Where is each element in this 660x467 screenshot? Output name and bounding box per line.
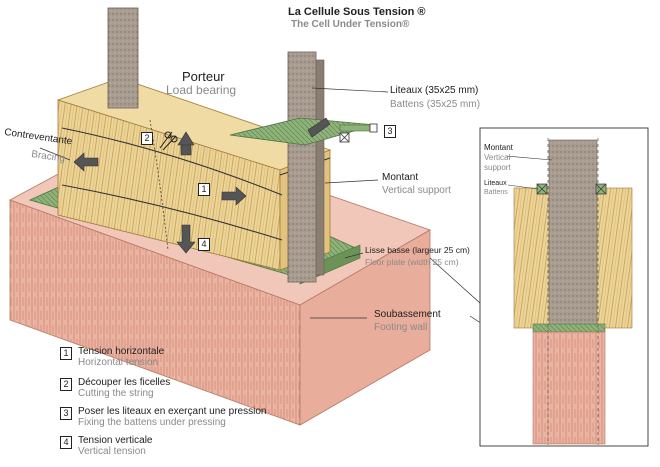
marker-3: 3 [384,125,396,138]
label-montant-en: Vertical support [382,185,451,196]
legend-num-4: 4 [60,436,72,449]
legend-fr-1: Tension horizontale [78,346,165,357]
legend-en-2: Cutting the string [78,388,154,399]
top-batten [229,117,378,146]
marker-2: 2 [141,132,153,145]
title-fr: La Cellule Sous Tension ® [288,6,426,18]
detail-montant-en1: Vertical [484,153,511,162]
legend-en-4: Vertical tension [78,446,146,457]
legend-fr-3: Poser les liteaux en exerçant une pressi… [78,406,267,417]
legend-en-3: Fixing the battens under pressing [78,417,226,428]
label-montant-fr: Montant [382,172,419,183]
detail-montant-en2: support [484,163,511,172]
label-liteaux-en: Battens (35x25 mm) [390,99,481,110]
label-soubassement-en: Footing wall [374,322,428,333]
legend-fr-4: Tension verticale [78,435,153,446]
tension-arrows [73,117,331,254]
legend-en-1: Horizontal tension [78,357,159,368]
detail-montant-fr: Montant [484,143,513,152]
legend-num-3: 3 [60,407,72,420]
label-lisse-en: Floor plate (width 25 cm) [365,257,459,267]
label-liteaux-fr: Liteaux (35x25 mm) [390,85,479,96]
legend-fr-2: Découper les ficelles [78,377,171,388]
detail-liteaux-en: Battens [484,189,508,196]
label-lisse-fr: Lisse basse (largeur 25 cm) [365,245,470,255]
detail-view [479,127,649,447]
title-en: The Cell Under Tension® [291,19,410,30]
legend-num-2: 2 [60,378,72,391]
posts [107,7,325,283]
legend-num-1: 1 [60,347,72,360]
label-porteur-en: Load bearing [166,83,237,97]
marker-4: 4 [198,238,210,251]
detail-liteaux-fr: Liteaux [484,180,507,187]
scissors-icon [159,131,178,151]
marker-1: 1 [198,183,210,196]
label-porteur-fr: Porteur [182,69,225,84]
label-soubassement-fr: Soubassement [374,309,441,320]
